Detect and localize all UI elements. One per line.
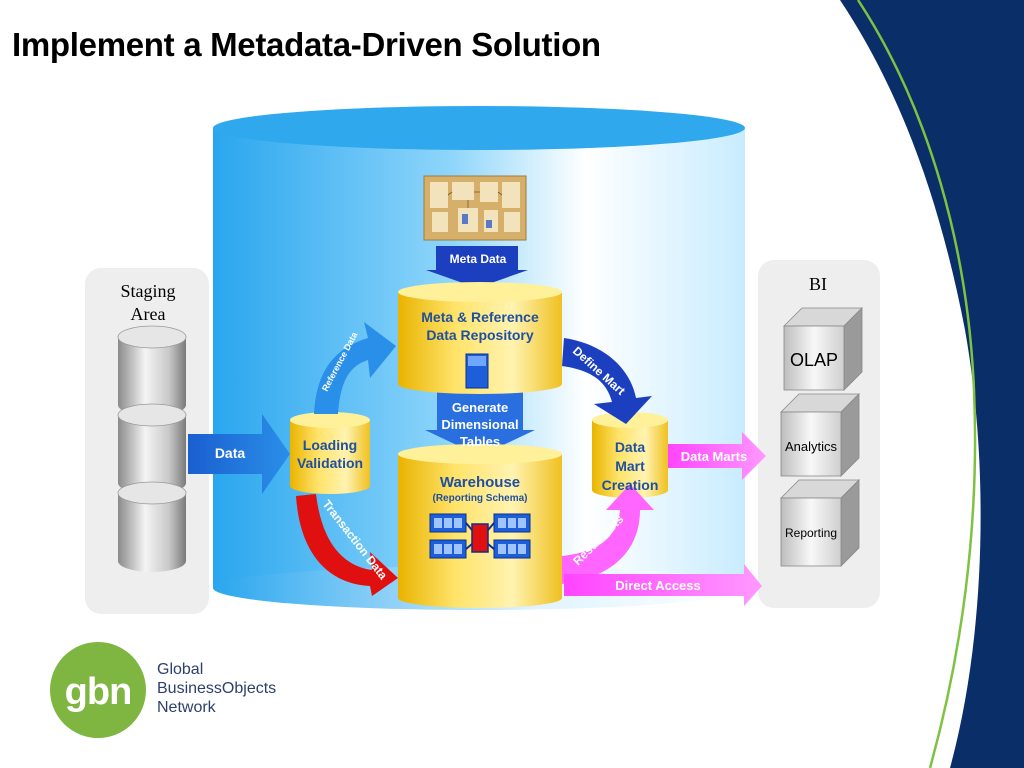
analytics-label: Analytics (784, 439, 838, 454)
loading-label-line2: Validation (296, 455, 364, 471)
logo-line2: BusinessObjects (157, 680, 277, 697)
data-marts-arrow (668, 432, 766, 480)
generate-arrow (425, 390, 535, 456)
olap-label: OLAP (789, 350, 839, 370)
loading-validation-label: Loading Validation (280, 436, 380, 472)
warehouse-title: Warehouse (439, 474, 521, 491)
gbn-logo-mark: gbn (50, 642, 146, 738)
mart-creation-label: Data Mart Creation (586, 438, 674, 495)
warehouse-cylinder (398, 444, 562, 608)
generate-label-line2: Dimensional (441, 417, 519, 432)
logo-line1: Global (157, 661, 204, 678)
slide-title: Implement a Metadata-Driven Solution (12, 26, 601, 63)
generate-label-line1: Generate (451, 400, 509, 415)
star-schema-icon (429, 513, 531, 559)
mart-label-line2: Mart (615, 458, 645, 474)
staging-label-line1: Staging (120, 281, 176, 301)
generate-label: Generate Dimensional Tables (426, 399, 534, 450)
reporting-label: Reporting (784, 526, 838, 540)
decorative-swoosh (840, 0, 1024, 768)
data-arrow-label: Data (214, 445, 246, 461)
logo-mark-text: gbn (65, 671, 132, 713)
generate-label-line3: Tables (459, 434, 501, 449)
meta-data-label: Meta Data (449, 252, 507, 266)
reference-data-arrow (314, 322, 396, 414)
data-arrow (188, 414, 290, 494)
staging-area-label: Staging Area (96, 280, 200, 326)
mart-label-line1: Data (614, 439, 646, 455)
loading-cylinder (290, 412, 370, 494)
bi-cubes (780, 307, 863, 567)
bi-label: BI (809, 274, 827, 294)
define-mart-arrow (562, 338, 652, 424)
result-sets-arrow (562, 484, 654, 584)
transaction-data-arrow (296, 494, 398, 596)
staging-label-line2: Area (130, 304, 166, 324)
repository-label-line1: Meta & Reference (421, 309, 539, 325)
logo-line3: Network (157, 699, 216, 716)
metadata-model-thumbnail (423, 175, 527, 241)
repository-label: Meta & Reference Data Repository (398, 308, 562, 344)
meta-data-arrow (426, 246, 528, 288)
mart-cylinder (592, 412, 668, 498)
logo-wordmark: Global BusinessObjects Network (157, 660, 276, 717)
repository-label-line2: Data Repository (426, 327, 534, 343)
direct-access-label: Direct Access (615, 578, 701, 593)
warehouse-subtitle: (Reporting Schema) (432, 493, 528, 504)
repository-cylinder (398, 282, 562, 394)
loading-label-line1: Loading (302, 437, 358, 453)
mart-label-line3: Creation (601, 477, 659, 493)
staging-database-stack (117, 325, 187, 572)
direct-access-arrow (564, 564, 762, 606)
data-marts-label: Data Marts (680, 449, 748, 464)
